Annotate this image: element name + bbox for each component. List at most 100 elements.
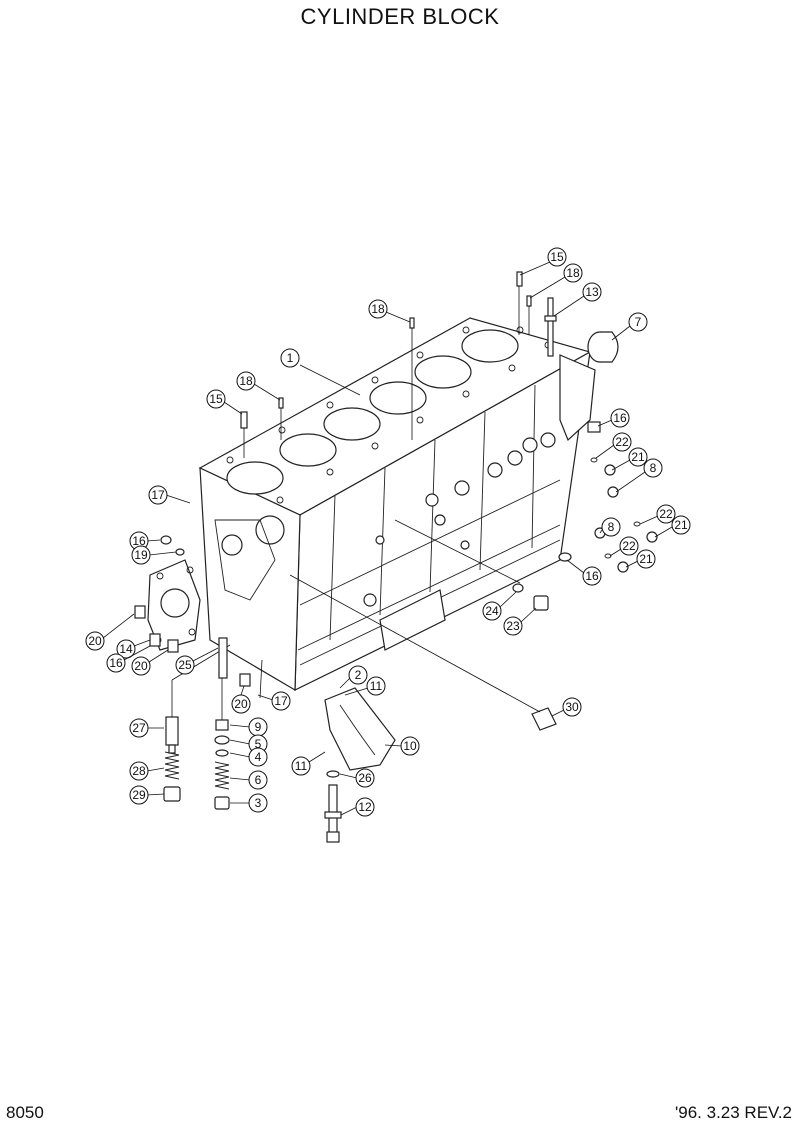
svg-text:21: 21: [631, 450, 645, 464]
callout-18-top: 18: [529, 263, 583, 299]
gallery-bosses: [363, 432, 556, 607]
svg-text:16: 16: [613, 411, 627, 425]
callout-11-top: 11: [344, 676, 386, 696]
svg-text:11: 11: [295, 759, 308, 773]
svg-text:28: 28: [132, 764, 146, 778]
cap-bolt[interactable]: [324, 770, 342, 843]
cylinder-block[interactable]: [198, 317, 596, 692]
callout-9: 9: [229, 717, 268, 737]
callout-7: 7: [611, 312, 648, 341]
callout-12: 12: [340, 797, 375, 817]
svg-text:20: 20: [134, 659, 148, 673]
svg-text:24: 24: [485, 604, 499, 618]
relief-valve-assembly[interactable]: [163, 644, 231, 802]
callout-22-a: 22: [595, 432, 632, 459]
svg-text:14: 14: [119, 642, 133, 656]
svg-text:29: 29: [132, 788, 146, 802]
side-hardware[interactable]: [134, 421, 658, 687]
svg-text:10: 10: [403, 739, 417, 753]
cam-bush[interactable]: [587, 331, 619, 363]
callout-24: 24: [482, 591, 517, 621]
svg-text:2: 2: [355, 668, 362, 682]
callout-1: 1: [280, 348, 300, 368]
svg-text:19: 19: [134, 548, 148, 562]
svg-text:5: 5: [255, 737, 262, 751]
callout-16-bottom-left: 16: [106, 645, 151, 673]
callout-10: 10: [384, 736, 420, 756]
callout-23: 23: [503, 607, 537, 636]
valve-stack[interactable]: [214, 637, 230, 810]
callout-3: 3: [230, 793, 268, 813]
main-bearing-cap[interactable]: [324, 687, 396, 771]
callout-6: 6: [229, 770, 268, 790]
callout-5: 5: [229, 734, 268, 754]
callout-29: 29: [129, 785, 165, 805]
svg-text:26: 26: [358, 771, 372, 785]
front-cover-plate[interactable]: [147, 559, 201, 651]
callout-18-mid: 18: [368, 299, 411, 323]
svg-text:8: 8: [650, 461, 657, 475]
leader-lines: [259, 364, 521, 699]
svg-text:20: 20: [88, 634, 102, 648]
svg-text:16: 16: [585, 569, 599, 583]
callout-21-a: 21: [611, 447, 648, 471]
page-title: CYLINDER BLOCK: [300, 4, 500, 29]
svg-text:20: 20: [234, 697, 248, 711]
callout-8-a: 8: [615, 458, 663, 493]
svg-text:13: 13: [585, 285, 599, 299]
gallery-plug[interactable]: [289, 574, 557, 731]
svg-text:16: 16: [109, 656, 123, 670]
svg-text:23: 23: [506, 619, 520, 633]
svg-text:18: 18: [371, 302, 385, 316]
svg-text:6: 6: [255, 773, 262, 787]
svg-text:30: 30: [565, 700, 579, 714]
svg-text:18: 18: [239, 374, 253, 388]
callout-15-top: 15: [519, 247, 567, 276]
svg-text:4: 4: [255, 750, 262, 764]
cylinder-bores: [226, 329, 519, 495]
svg-text:17: 17: [274, 694, 288, 708]
callout-22-b: 22: [639, 504, 676, 525]
callout-28: 28: [129, 761, 165, 781]
callout-2: 2: [339, 665, 368, 689]
callout-26: 26: [339, 768, 375, 788]
svg-text:21: 21: [674, 518, 688, 532]
callout-20-left: 20: [85, 613, 135, 651]
svg-text:9: 9: [255, 720, 262, 734]
svg-text:8: 8: [608, 520, 615, 534]
callout-20-mid: 20: [131, 649, 169, 676]
svg-text:18: 18: [566, 266, 580, 280]
svg-text:25: 25: [178, 658, 192, 672]
page-code: 8050: [6, 1103, 44, 1122]
callout-16-right-bottom: 16: [566, 559, 602, 586]
callout-4: 4: [229, 747, 268, 767]
deck-bolt-holes: [226, 326, 552, 504]
svg-text:27: 27: [132, 721, 146, 735]
callout-15-left: 15: [206, 389, 243, 415]
svg-text:15: 15: [209, 392, 223, 406]
svg-text:22: 22: [659, 507, 673, 521]
studs-and-dowels[interactable]: [240, 271, 557, 458]
svg-text:1: 1: [287, 351, 294, 365]
callout-25: 25: [175, 647, 219, 675]
svg-text:21: 21: [639, 552, 653, 566]
svg-text:15: 15: [550, 250, 564, 264]
callout-20-bottom: 20: [231, 685, 251, 714]
svg-text:7: 7: [635, 315, 642, 329]
callout-17-left: 17: [148, 485, 191, 505]
svg-text:16: 16: [132, 534, 146, 548]
callout-19: 19: [131, 545, 177, 565]
revision-date: '96. 3.23 REV.2: [675, 1103, 792, 1122]
callout-16-right-top: 16: [597, 408, 630, 428]
callout-22-c: 22: [609, 536, 639, 557]
svg-text:22: 22: [622, 539, 636, 553]
callout-21-b: 21: [654, 515, 691, 538]
svg-text:12: 12: [358, 800, 372, 814]
svg-text:3: 3: [255, 796, 262, 810]
callout-16-left: 16: [129, 531, 161, 551]
svg-text:17: 17: [151, 488, 165, 502]
svg-text:22: 22: [615, 435, 629, 449]
callout-8-b: 8: [599, 517, 621, 537]
callout-27: 27: [129, 718, 164, 738]
callout-14: 14: [116, 639, 151, 659]
